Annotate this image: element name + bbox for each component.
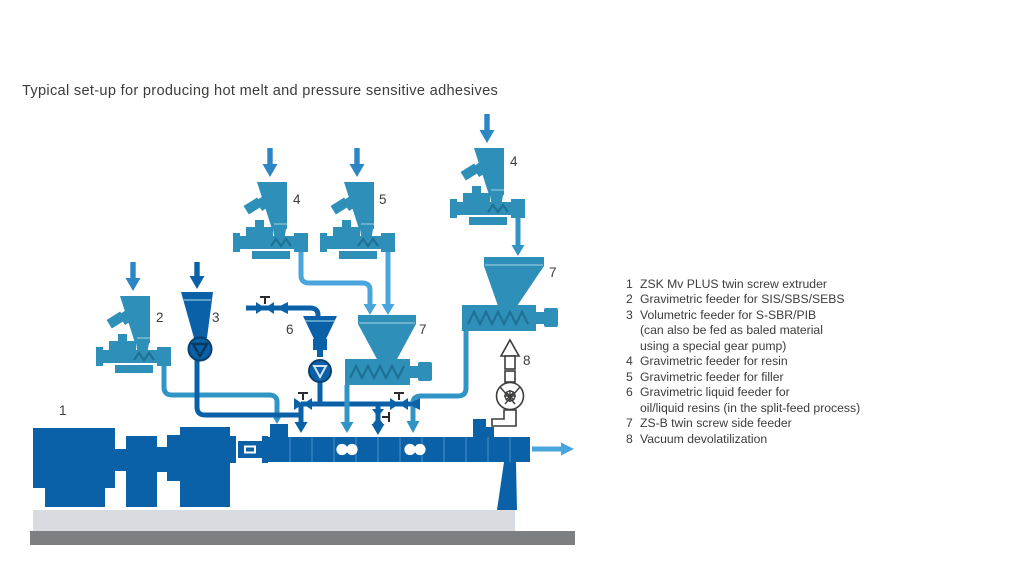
label-feeder4-right: 4: [510, 154, 518, 169]
vacuum-pipe: [491, 409, 517, 427]
legend-line: 5 Gravimetric feeder for filler: [626, 370, 860, 385]
legend-line: oil/liquid resins (in the split-feed pro…: [626, 401, 860, 416]
legend-num: 4: [626, 354, 633, 369]
legend-line: using a special gear pump): [626, 339, 860, 354]
label-liquid6: 6: [286, 322, 294, 337]
feed-arrow-icon: [194, 262, 200, 277]
legend-text: Gravimetric feeder for resin: [640, 354, 788, 369]
label-vacuum8: 8: [523, 353, 531, 368]
legend-line: (can also be fed as baled material: [626, 323, 860, 338]
vacuum-devolatilization: [491, 338, 525, 427]
hopper-rim: [358, 315, 416, 324]
extruder: [33, 419, 530, 510]
extruder-motor: [33, 428, 115, 488]
legend-line: 6 Gravimetric liquid feeder for: [626, 385, 860, 400]
label-feeder4-mid: 4: [293, 192, 301, 207]
legend-text: oil/liquid resins (in the split-feed pro…: [640, 400, 861, 415]
twin-screw-icon: [336, 443, 358, 456]
twin-screw-icon: [404, 443, 426, 456]
legend-line: 1 ZSK Mv PLUS twin screw extruder: [626, 277, 860, 292]
pipe-feeder3: [194, 360, 299, 418]
legend-num: 1: [626, 277, 633, 291]
pipe-7right-discharge: [410, 331, 469, 422]
legend-line: 8 Vacuum devolatilization: [626, 432, 860, 447]
legend-line: 4 Gravimetric feeder for resin: [626, 354, 860, 369]
side-feeder-motor: [544, 308, 558, 327]
extruder-gearbox: [126, 436, 157, 507]
page-title: Typical set-up for producing hot melt an…: [22, 83, 499, 99]
label-feeder2: 2: [156, 310, 164, 325]
legend-text: ZS-B twin screw side feeder: [640, 416, 792, 431]
volumetric-feeder-3: [181, 262, 213, 362]
barrel-support-leg: [497, 462, 517, 510]
extruder-barrel: [268, 437, 530, 462]
label-feeder3: 3: [212, 310, 220, 325]
extruder-gearbox2: [180, 427, 230, 507]
legend-num: 3: [626, 307, 633, 322]
legend-line: 3 Volumetric feeder for S-SBR/PIB: [626, 308, 860, 323]
legend-text: using a special gear pump): [640, 338, 787, 353]
label-feeder5: 5: [379, 192, 387, 207]
legend-num: 7: [626, 416, 633, 431]
pipe-liquid-inlet: [246, 305, 321, 317]
side-feeder-motor: [418, 362, 432, 381]
legend-text: Vacuum devolatilization: [640, 431, 768, 446]
legend-num: 6: [626, 385, 633, 400]
label-extruder: 1: [59, 403, 67, 418]
legend-num: 2: [626, 292, 633, 307]
hopper-cone: [484, 266, 544, 306]
liquid-feeder-6: [303, 316, 337, 383]
label-side7-mid: 7: [419, 322, 427, 337]
funnel: [303, 316, 337, 339]
pipes: [161, 218, 574, 456]
diagram-labels: 1 2 3 4 5 4 6 7 7 8: [59, 154, 557, 418]
hopper-rim: [484, 257, 544, 266]
side-feeder-7-right: [462, 257, 558, 331]
side-feeder-barrel: [462, 305, 536, 331]
machine-platform: [33, 510, 515, 531]
legend-text: Volumetric feeder for S-SBR/PIB: [640, 307, 817, 322]
legend-text: ZSK Mv PLUS twin screw extruder: [640, 277, 827, 291]
legend-text: (can also be fed as baled material: [640, 323, 823, 338]
legend-num: 5: [626, 369, 633, 384]
pipe-feeder2: [161, 366, 280, 414]
label-side7-right: 7: [549, 265, 557, 280]
vacuum-arrow-icon: [499, 338, 521, 357]
legend-line: 7 ZS-B twin screw side feeder: [626, 416, 860, 431]
legend-text: Gravimetric feeder for filler: [640, 369, 784, 384]
floor-bar: [30, 531, 575, 545]
legend-text: Gravimetric liquid feeder for: [640, 385, 790, 400]
feed-hopper-block: [270, 424, 288, 437]
gravimetric-feeder-4-right: [449, 113, 526, 226]
valve-icon: [372, 409, 390, 425]
flow-arrow-icon: [408, 398, 420, 410]
valves: [255, 296, 420, 425]
legend-text: Gravimetric feeder for SIS/SBS/SEBS: [640, 292, 845, 307]
flow-arrow-icon: [276, 302, 288, 314]
hopper-cone: [358, 324, 416, 361]
vacuum-port: [473, 419, 486, 427]
legend-num: 8: [626, 431, 633, 446]
legend-line: 2 Gravimetric feeder for SIS/SBS/SEBS: [626, 292, 860, 307]
side-feeder-7-mid: [345, 315, 432, 385]
hopper: [181, 292, 213, 338]
pipe-feeder4-to-7: [298, 252, 373, 304]
